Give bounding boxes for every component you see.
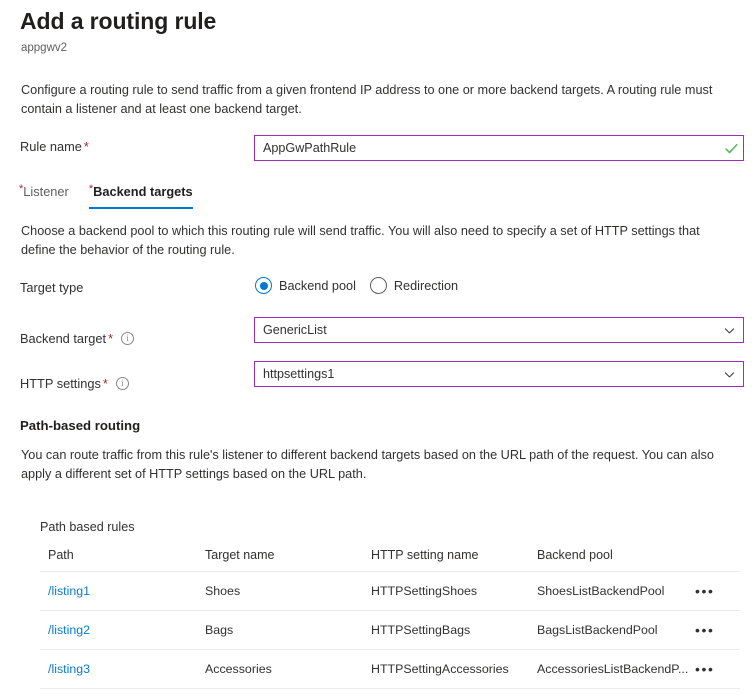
column-header-http-setting-name: HTTP setting name xyxy=(371,548,537,572)
backend-target-label: Backend target* i xyxy=(20,331,135,346)
radio-redirection-label: Redirection xyxy=(393,278,459,293)
cell-target-name: Shoes xyxy=(205,571,371,611)
more-options-icon[interactable]: ••• xyxy=(695,583,715,599)
path-based-routing-description: You can route traffic from this rule's l… xyxy=(21,448,714,481)
radio-backend-pool-label: Backend pool xyxy=(279,278,356,293)
radio-redirection[interactable]: Redirection xyxy=(369,277,459,294)
path-based-routing-heading: Path-based routing xyxy=(20,418,141,433)
cell-path: /listing2 xyxy=(40,610,205,650)
http-settings-label-text: HTTP settings xyxy=(20,376,101,391)
intro-description: Configure a routing rule to send traffic… xyxy=(21,83,713,116)
path-based-rules-caption: Path based rules xyxy=(40,520,135,534)
target-type-label: Target type xyxy=(20,280,84,295)
cell-backend-pool: ShoesListBackendPool xyxy=(537,571,695,611)
tab-listener-asterisk: * xyxy=(19,183,24,195)
cell-http-setting-name: HTTPSettingShoes xyxy=(371,571,537,611)
tab-backend-targets[interactable]: *Backend targets xyxy=(88,183,193,209)
cell-path: /listing1 xyxy=(40,571,205,611)
info-icon[interactable]: i xyxy=(115,377,129,390)
cell-backend-pool: AccessoriesListBackendP... xyxy=(537,649,695,689)
rule-name-value: AppGwPathRule xyxy=(263,141,357,155)
page-title: Add a routing rule xyxy=(20,8,217,34)
required-asterisk: * xyxy=(102,376,108,391)
table-row: /listing2 Bags HTTPSettingBags BagsListB… xyxy=(40,610,740,650)
table-row: /listing1 Shoes HTTPSettingShoes ShoesLi… xyxy=(40,571,740,611)
cell-http-setting-name: HTTPSettingBags xyxy=(371,610,537,650)
chevron-down-icon xyxy=(715,368,743,381)
path-based-rules-section: Path based rules Path Target name HTTP s… xyxy=(40,520,740,689)
backend-target-label-text: Backend target xyxy=(20,331,107,346)
tab-backend-targets-asterisk: * xyxy=(88,183,94,195)
column-header-path: Path xyxy=(40,548,205,572)
info-icon[interactable]: i xyxy=(121,332,135,345)
backend-target-value: GenericList xyxy=(263,323,327,337)
rule-name-label: Rule name* xyxy=(20,139,89,154)
target-type-radio-group: Backend pool Redirection xyxy=(255,277,458,294)
table-header-row: Path Target name HTTP setting name Backe… xyxy=(40,548,740,572)
path-based-rules-table: Path Target name HTTP setting name Backe… xyxy=(40,548,740,689)
column-header-target-name: Target name xyxy=(205,548,371,572)
http-settings-value: httpsettings1 xyxy=(263,367,335,381)
http-settings-select[interactable]: httpsettings1 xyxy=(254,361,744,387)
required-asterisk: * xyxy=(108,331,114,346)
chevron-down-icon xyxy=(715,324,743,337)
cell-actions: ••• xyxy=(695,649,740,689)
cell-actions: ••• xyxy=(695,610,740,650)
path-link[interactable]: /listing3 xyxy=(48,662,91,676)
path-link[interactable]: /listing2 xyxy=(48,623,91,637)
radio-backend-pool[interactable]: Backend pool xyxy=(255,277,356,294)
rule-name-label-text: Rule name xyxy=(20,139,82,154)
cell-target-name: Accessories xyxy=(205,649,371,689)
path-link[interactable]: /listing1 xyxy=(48,584,91,598)
cell-backend-pool: BagsListBackendPool xyxy=(537,610,695,650)
tab-list: *Listener *Backend targets xyxy=(19,183,193,209)
backend-target-select[interactable]: GenericList xyxy=(254,317,744,343)
tab-listener[interactable]: *Listener xyxy=(19,183,69,209)
more-options-icon[interactable]: ••• xyxy=(695,661,715,677)
page-subtitle: appgwv2 xyxy=(21,42,68,54)
radio-backend-pool-dot xyxy=(255,277,272,294)
rule-name-input[interactable]: AppGwPathRule xyxy=(254,135,744,161)
radio-redirection-dot xyxy=(369,277,387,294)
cell-http-setting-name: HTTPSettingAccessories xyxy=(371,649,537,689)
tab-listener-label: Listener xyxy=(23,184,69,199)
backend-targets-description: Choose a backend pool to which this rout… xyxy=(21,224,700,257)
cell-path: /listing3 xyxy=(40,649,205,689)
tab-backend-targets-label: Backend targets xyxy=(93,184,193,199)
column-header-backend-pool: Backend pool xyxy=(537,548,695,572)
green-check-icon xyxy=(719,136,743,160)
required-asterisk: * xyxy=(83,139,89,154)
cell-actions: ••• xyxy=(695,571,740,611)
table-row: /listing3 Accessories HTTPSettingAccesso… xyxy=(40,649,740,689)
http-settings-label: HTTP settings* i xyxy=(20,376,129,391)
column-header-actions xyxy=(695,548,740,572)
cell-target-name: Bags xyxy=(205,610,371,650)
more-options-icon[interactable]: ••• xyxy=(695,622,715,638)
